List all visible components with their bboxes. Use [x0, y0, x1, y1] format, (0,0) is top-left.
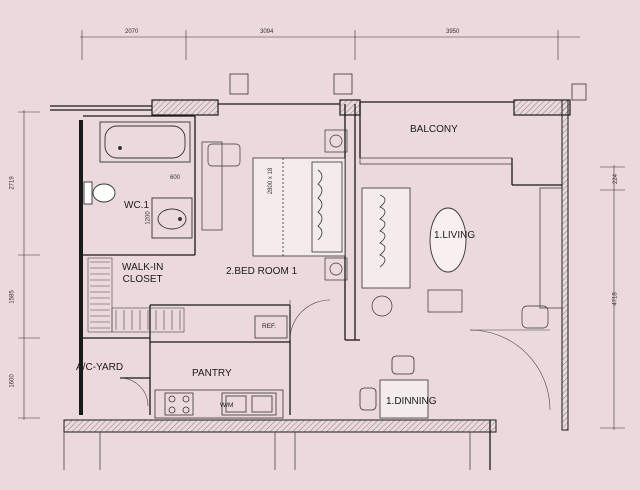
label-ref: REF.	[262, 323, 277, 330]
kitchen-counter-icon	[154, 389, 284, 419]
armchair-icon	[371, 187, 563, 329]
bottom-structure	[63, 432, 471, 470]
label-wc: WC.1	[124, 200, 149, 211]
label-pantry: PANTRY	[192, 368, 232, 379]
bathtub-icon	[99, 121, 191, 163]
label-wm: W/M	[220, 402, 234, 409]
dim-bed-size: 2800 x 18	[268, 167, 275, 195]
ref-box	[254, 315, 288, 339]
dim-left-3: 1600	[9, 374, 16, 388]
closet-rack-icon	[87, 257, 185, 333]
door-swings	[119, 299, 551, 411]
dim-right-2: 4718	[612, 292, 619, 306]
dim-left-2: 1585	[9, 290, 16, 304]
balcony-rail	[359, 157, 513, 165]
bed-icon	[252, 157, 346, 257]
label-acyard: A/C-YARD	[76, 362, 124, 373]
dim-left-1: 2719	[9, 176, 16, 190]
toilet-icon	[83, 181, 116, 205]
label-living: 1.LIVING	[434, 230, 476, 241]
dim-top-1: 2070	[125, 29, 139, 35]
right-dimension-line	[600, 165, 625, 430]
sofa-icon	[361, 187, 411, 289]
left-dimension-line	[18, 110, 40, 420]
nightstand-icon	[324, 129, 348, 281]
label-dining: 1.DINNING	[386, 396, 437, 407]
window-markers	[229, 73, 587, 101]
dining-table-icon	[359, 355, 429, 419]
desk-icon	[201, 141, 241, 231]
top-dimension-line	[80, 30, 580, 60]
label-walkin-closet: WALK-IN CLOSET	[122, 262, 164, 285]
wall-lines	[50, 101, 562, 470]
basin-icon	[151, 197, 193, 239]
label-balcony: BALCONY	[410, 124, 458, 135]
coffee-table-icon	[429, 207, 467, 273]
dim-bath-height: 1200	[145, 211, 152, 225]
dim-right-1: 224	[613, 173, 620, 185]
dim-bath-width: 600	[170, 175, 181, 181]
dim-top-2: 3094	[260, 29, 274, 35]
outer-walls	[63, 99, 571, 433]
label-bedroom: 2.BED ROOM 1	[226, 266, 298, 277]
dim-top-3: 3950	[446, 29, 460, 35]
